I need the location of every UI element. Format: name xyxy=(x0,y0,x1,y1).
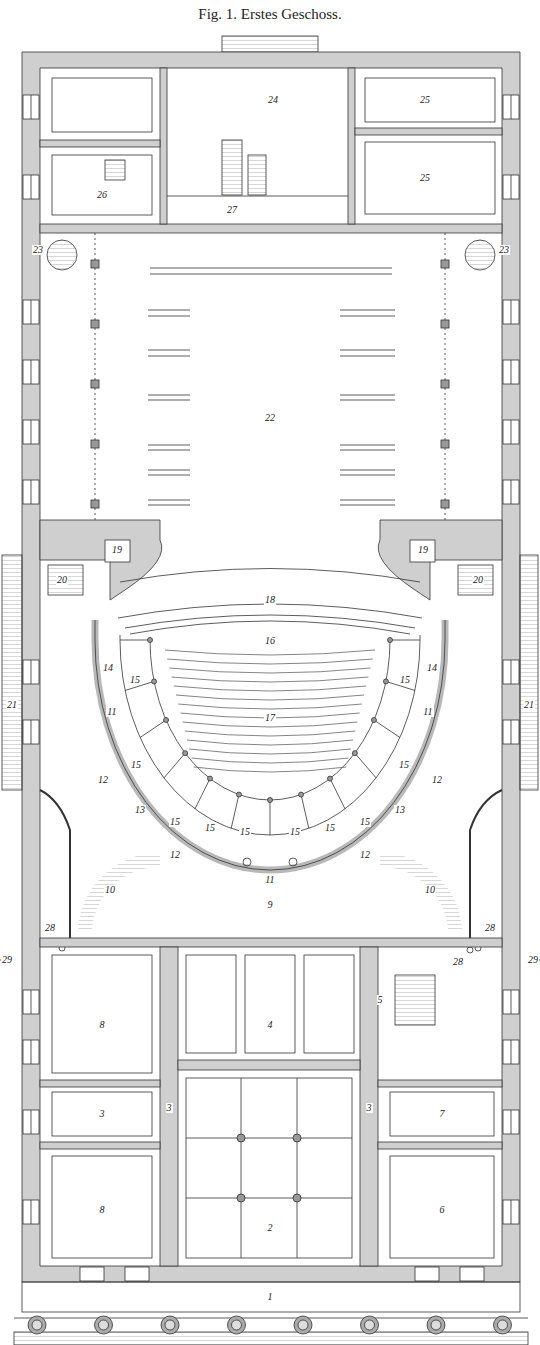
room-number: 12 xyxy=(169,850,181,860)
room-number: 10 xyxy=(424,885,436,895)
room-number: 26 xyxy=(96,190,108,200)
room-number: 15 xyxy=(239,827,251,837)
room-number: 3 xyxy=(166,1103,173,1113)
room-number: 13 xyxy=(394,805,406,815)
room-number: 22 xyxy=(264,413,276,423)
room-number: 15 xyxy=(204,823,216,833)
room-number: 13 xyxy=(134,805,146,815)
room-number: 11 xyxy=(422,707,433,717)
room-number: 6 xyxy=(439,1205,446,1215)
room-number: 21 xyxy=(523,700,535,710)
room-number: 25 xyxy=(419,173,431,183)
room-number: 14 xyxy=(102,663,114,673)
room-number: 15 xyxy=(289,827,301,837)
room-number: 15 xyxy=(129,675,141,685)
room-number: 25 xyxy=(419,95,431,105)
room-number: 11 xyxy=(106,707,117,717)
room-number: 12 xyxy=(97,775,109,785)
room-number: 21 xyxy=(6,700,18,710)
room-number: 1 xyxy=(267,1292,274,1302)
room-number: 17 xyxy=(264,713,276,723)
room-number: 14 xyxy=(426,663,438,673)
room-number: 28 xyxy=(484,923,496,933)
room-number: 23 xyxy=(498,245,510,255)
room-number: 27 xyxy=(226,205,238,215)
room-number: 12 xyxy=(359,850,371,860)
room-number: 15 xyxy=(324,823,336,833)
room-number: 28 xyxy=(452,957,464,967)
room-number: 3 xyxy=(99,1109,106,1119)
room-number: 3 xyxy=(366,1103,373,1113)
room-number: 23 xyxy=(32,245,44,255)
room-number: 15 xyxy=(398,760,410,770)
figure-title: Fig. 1. Erstes Geschoss. xyxy=(0,6,540,23)
room-number: 7 xyxy=(439,1109,446,1119)
room-number: 8 xyxy=(99,1020,106,1030)
room-number: 18 xyxy=(264,595,276,605)
room-number: 9 xyxy=(267,900,274,910)
room-number: 2 xyxy=(267,1223,274,1233)
room-number: 10 xyxy=(104,885,116,895)
room-number: 20 xyxy=(472,575,484,585)
room-number: 19 xyxy=(417,545,429,555)
room-number: 29 xyxy=(527,955,539,965)
room-number: 20 xyxy=(56,575,68,585)
room-number: 15 xyxy=(169,817,181,827)
room-number: 15 xyxy=(130,760,142,770)
room-number: 28 xyxy=(44,923,56,933)
room-number: 15 xyxy=(399,675,411,685)
room-number: 8 xyxy=(99,1205,106,1215)
room-number: 12 xyxy=(431,775,443,785)
room-number: 29 xyxy=(1,955,13,965)
room-number: 11 xyxy=(264,875,275,885)
room-number: 24 xyxy=(267,95,279,105)
room-number: 15 xyxy=(359,817,371,827)
room-number: 5 xyxy=(377,995,384,1005)
room-number: 4 xyxy=(267,1020,274,1030)
room-number: 16 xyxy=(264,636,276,646)
room-number: 19 xyxy=(111,545,123,555)
